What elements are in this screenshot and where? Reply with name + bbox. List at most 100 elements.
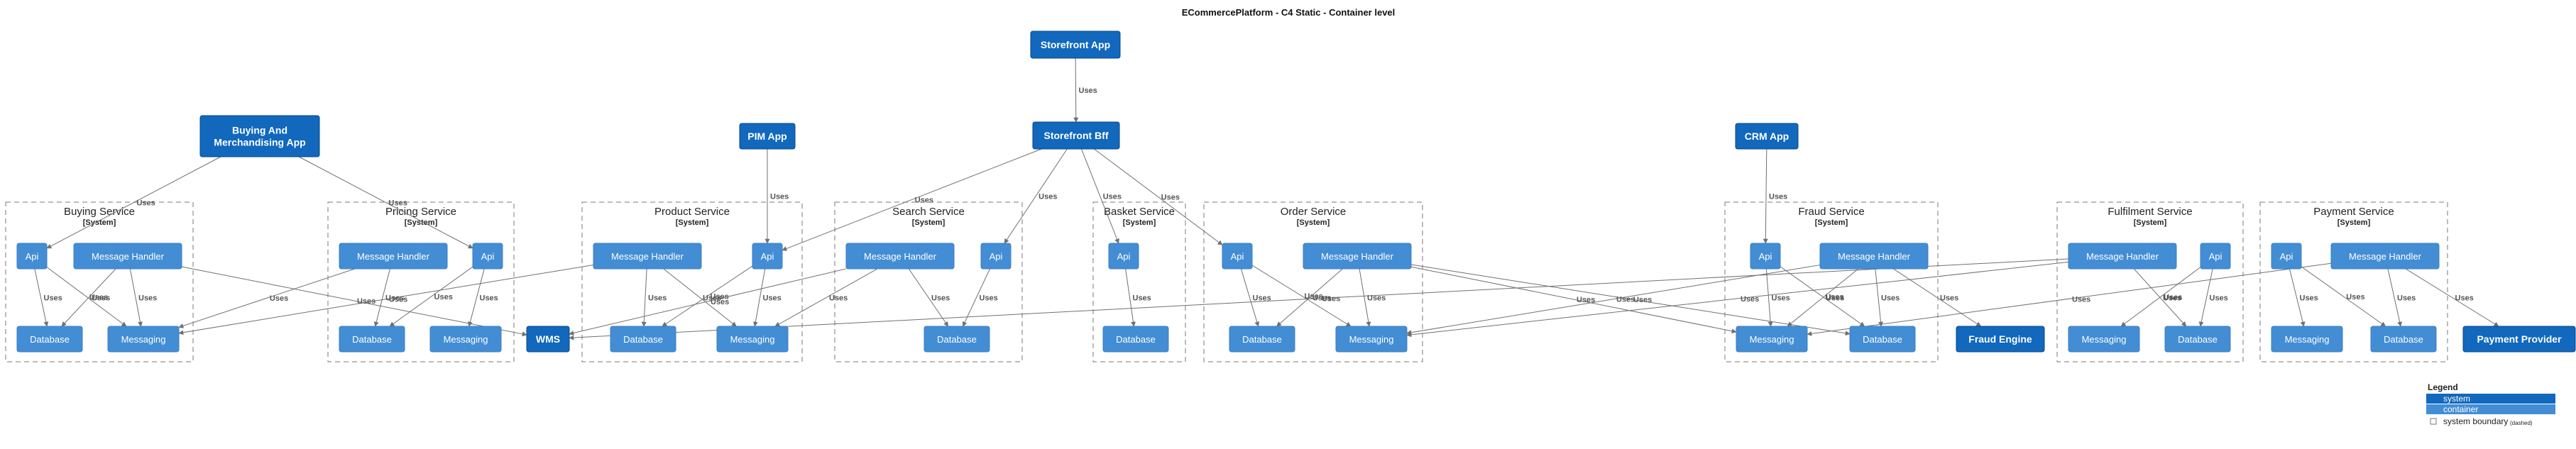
node-label: Api [761,251,774,262]
node-pri-mh[interactable]: Message Handler [339,243,448,270]
boundary-title: Product Service [654,206,730,218]
node-box [2330,243,2440,270]
edge-ord-api-to-ord-msg [1251,265,1352,327]
boundary-title: Buying Service [64,206,135,218]
edge-ful-mh-to-ord-msg [1406,261,2069,338]
node-ful-api[interactable]: Api [2200,243,2231,270]
legend-boundary-label: system boundary [2443,416,2508,426]
edge-label: Uses [389,296,407,304]
legend-boundary-note: (dashed) [2510,420,2533,426]
node-label: Message Handler [357,251,430,262]
edge-buying-app-to-pri-api [298,156,473,249]
boundary-title: Fraud Service [1798,206,1864,218]
node-storefront-bff[interactable]: Storefront Bff [1032,121,1120,150]
node-fra-mh[interactable]: Message Handler [1819,243,1929,270]
edge-label: Uses [357,297,376,306]
edge-fra-mh-to-fra-msg [1787,268,1859,327]
edge-pro-mh-to-buy-msg [178,265,594,336]
boundary-frame [2056,201,2244,362]
node-label: Api [481,251,495,262]
node-ful-mh[interactable]: Message Handler [2068,243,2177,270]
boundary-payment: Payment Service[System] [2259,201,2448,362]
node-pro-api[interactable]: Api [752,243,783,270]
node-box [339,243,448,270]
node-box [1030,31,1121,59]
node-buy-api[interactable]: Api [16,243,48,270]
node-pay-msg[interactable]: Messaging [2271,326,2343,353]
edge-label: Uses [710,293,728,301]
node-box [2068,243,2177,270]
node-fra-db[interactable]: Database [1849,326,1916,353]
boundary-title: Basket Service [1104,206,1175,218]
node-label: Payment Provider [2477,333,2562,345]
edge-label: Uses [2210,294,2228,303]
node-label: PIM App [747,131,786,142]
node-pay-db[interactable]: Database [2370,326,2437,353]
edge-bas-api-to-bas-db [1125,268,1136,327]
node-storefront-app[interactable]: Storefront App [1030,31,1121,59]
node-buy-db[interactable]: Database [16,326,83,353]
edge-ful-mh-to-wms [569,258,2069,340]
node-label: Api [2209,251,2223,262]
node-fra-msg[interactable]: Messaging [1736,326,1808,353]
node-fra-api[interactable]: Api [1750,243,1781,270]
node-ord-mh[interactable]: Message Handler [1303,243,1412,270]
legend-container-label: container [2443,404,2478,414]
edge-label: Uses [1312,294,1331,303]
node-payment-provider[interactable]: Payment Provider [2462,326,2576,353]
boundary-fraud: Fraud Service[System] [1724,201,1939,362]
node-pim-app[interactable]: PIM App [739,123,796,150]
edge-label: Uses [1079,87,1097,95]
node-label: Database [2178,334,2218,345]
node-bas-db[interactable]: Database [1102,326,1169,353]
node-bas-api[interactable]: Api [1108,243,1139,270]
node-pri-db[interactable]: Database [339,326,405,353]
node-box [2370,326,2437,353]
node-fraud-engine[interactable]: Fraud Engine [1956,326,2045,353]
node-pro-db[interactable]: Database [610,326,676,353]
node-box [1819,243,1929,270]
node-pay-mh[interactable]: Message Handler [2330,243,2440,270]
node-pri-msg[interactable]: Messaging [429,326,502,353]
node-buy-msg[interactable]: Messaging [107,326,180,353]
node-pri-api[interactable]: Api [472,243,503,270]
edge-ful-api-to-ful-db [2198,268,2213,327]
edge-fra-mh-to-fra-db [1875,268,1883,327]
node-buy-mh[interactable]: Message Handler [73,243,182,270]
boundary-type: [System] [83,218,116,227]
node-ful-msg[interactable]: Messaging [2068,326,2140,353]
edge-label: Uses [385,294,404,303]
node-sea-db[interactable]: Database [923,326,990,353]
node-label: Merchandising App [214,137,305,148]
node-sea-api[interactable]: Api [980,243,1012,270]
node-sea-mh[interactable]: Message Handler [845,243,955,270]
node-pro-msg[interactable]: Messaging [716,326,789,353]
edge-label: Uses [648,294,667,303]
node-ord-db[interactable]: Database [1229,326,1295,353]
node-wms[interactable]: WMS [526,326,570,353]
node-ord-msg[interactable]: Messaging [1335,326,1408,353]
node-label: Storefront App [1041,39,1110,50]
legend-boundary-swatch [2430,418,2437,425]
node-label: CRM App [1745,131,1789,142]
edge-storefront-app-to-storefront-bff [1073,57,1079,123]
boundary-frame [327,201,515,362]
node-label: Api [1231,251,1244,262]
node-crm-app[interactable]: CRM App [1735,123,1799,150]
node-pay-api[interactable]: Api [2271,243,2302,270]
boundary-title: Order Service [1281,206,1347,218]
edge-pri-mh-to-pri-db [373,268,390,327]
node-ful-db[interactable]: Database [2164,326,2231,353]
node-box [1222,243,1253,270]
node-box [1335,326,1408,353]
node-box [472,243,503,270]
node-pro-mh[interactable]: Message Handler [593,243,702,270]
node-label: Buying And [232,125,287,136]
node-ord-api[interactable]: Api [1222,243,1253,270]
node-label: Fraud Engine [1968,333,2032,345]
edge-label: Uses [1826,294,1844,303]
edge-ord-mh-to-ord-db [1276,268,1343,327]
node-label: Storefront Bff [1044,130,1109,141]
node-label: Messaging [1349,334,1394,345]
